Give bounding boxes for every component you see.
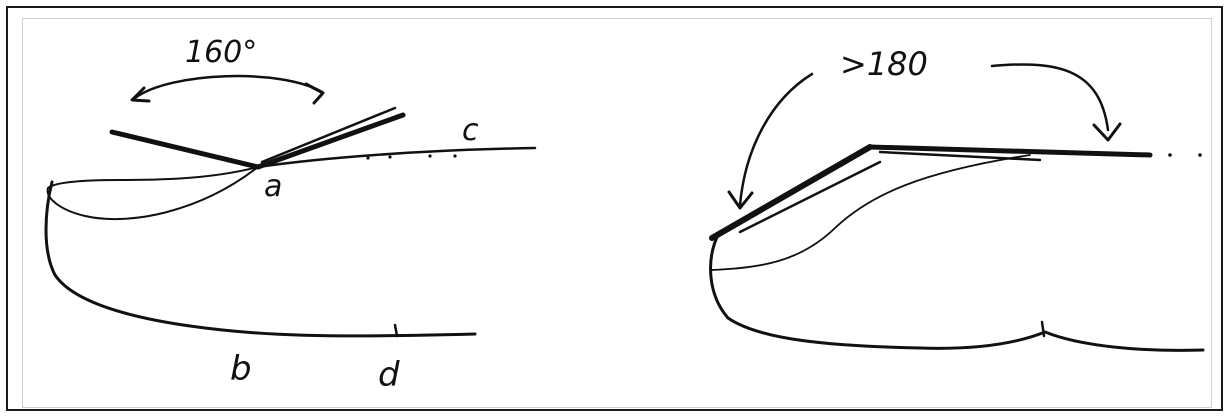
- point-c-label: c: [462, 113, 479, 148]
- point-a-label: a: [264, 169, 282, 204]
- left-angle-arc: [133, 74, 324, 100]
- right-angle-label: >180: [840, 45, 928, 83]
- right-nail-plate: [867, 144, 1153, 158]
- left-dot: [453, 154, 457, 158]
- figure-frame: [6, 6, 1223, 411]
- left-angle-arm-right-shade: [260, 106, 397, 164]
- left-finger-outline: [44, 180, 477, 338]
- left-angle-arm-left: [109, 129, 261, 170]
- right-arrow-right: [990, 63, 1110, 132]
- left-arrowhead-left: [130, 86, 151, 103]
- left-finger-diagram: 160° a b c d: [44, 35, 537, 395]
- left-nail-fold: [46, 166, 259, 221]
- right-finger-outline: [709, 233, 1205, 352]
- point-d-label: d: [378, 355, 400, 395]
- right-nail-fold: [711, 154, 1031, 271]
- right-finger-diagram: >180: [709, 45, 1205, 352]
- left-dot: [428, 154, 432, 158]
- right-arrowhead-right: [1092, 122, 1122, 142]
- right-dot: [1168, 153, 1172, 157]
- right-arrowhead-left: [727, 190, 754, 210]
- left-tick-d: [393, 323, 399, 338]
- right-nail-plate-lower: [878, 150, 1042, 162]
- right-angle-arm: [709, 144, 873, 241]
- left-arrowhead-right: [304, 82, 325, 105]
- left-angle-label: 160°: [185, 35, 257, 70]
- figure-inner-border: [22, 18, 1212, 408]
- right-arrow-left: [738, 72, 814, 207]
- left-dot: [388, 155, 392, 159]
- right-dot: [1198, 153, 1202, 157]
- point-b-label: b: [230, 349, 252, 389]
- left-dot: [366, 156, 370, 160]
- left-angle-arm-right: [255, 112, 406, 170]
- right-tick: [1040, 320, 1046, 338]
- left-nail-line: [256, 146, 537, 169]
- right-angle-arm-shade: [738, 160, 882, 234]
